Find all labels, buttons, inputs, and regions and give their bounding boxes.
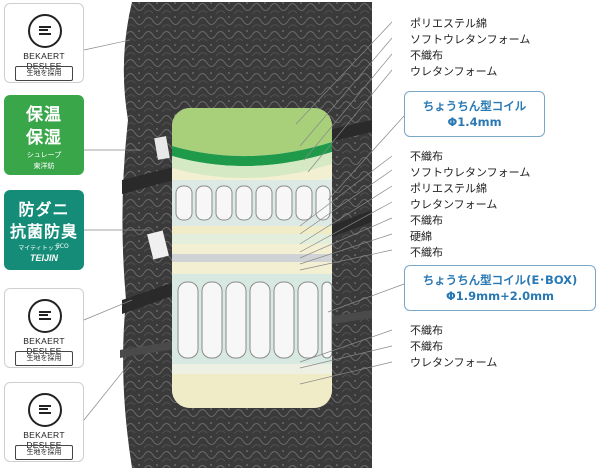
warmth-badge: 保温 保湿 シュレープ 東洋紡	[4, 95, 84, 175]
bekaert-logo-icon	[28, 14, 62, 48]
layer-label: ポリエステル綿	[410, 17, 487, 30]
bekaert-deslee-badge-bottom: BEKAERT DESLEE 生地を採用	[4, 382, 84, 462]
coil-spec: Φ1.9mm+2.0mm	[445, 289, 555, 303]
badge-tag: 生地を採用	[15, 445, 73, 460]
badge-eco: ECO	[56, 243, 69, 250]
layer-label: 不織布	[410, 324, 443, 337]
bekaert-logo-icon	[28, 299, 62, 333]
layer-label: ウレタンフォーム	[410, 198, 498, 211]
badge-sub1: シュレープ	[26, 151, 62, 159]
coil-top-callout: ちょうちん型コイル Φ1.4mm	[404, 91, 545, 137]
bekaert-deslee-badge-mid: BEKAERT DESLEE 生地を採用	[4, 288, 84, 368]
layer-label: 不織布	[410, 49, 443, 62]
layer-label: ウレタンフォーム	[410, 356, 498, 369]
badge-line1: 保温	[26, 105, 62, 125]
badge-tag: 生地を採用	[15, 351, 73, 366]
layer-label: 不織布	[410, 246, 443, 259]
layer-label: 硬綿	[410, 230, 432, 243]
layer-label: 不織布	[410, 214, 443, 227]
coil-bottom-callout: ちょうちん型コイル(E･BOX) Φ1.9mm+2.0mm	[404, 265, 596, 311]
badge-line2: 保湿	[26, 128, 62, 148]
layer-label: ソフトウレタンフォーム	[410, 33, 531, 46]
layer-label: ウレタンフォーム	[410, 65, 498, 78]
coil-spec: Φ1.4mm	[447, 115, 502, 129]
layer-label: 不織布	[410, 340, 443, 353]
badge-sub2: TEIJIN	[29, 253, 58, 263]
coil-title: ちょうちん型コイル(E･BOX)	[422, 273, 578, 287]
badge-sub1: マイティトップ	[18, 245, 60, 252]
coil-title: ちょうちん型コイル	[422, 99, 527, 113]
layer-label: ソフトウレタンフォーム	[410, 166, 531, 179]
layer-label: 不織布	[410, 150, 443, 163]
badge-sub2: 東洋紡	[33, 162, 55, 170]
layer-label: ポリエステル綿	[410, 182, 487, 195]
badge-line2: 抗菌防臭	[9, 222, 78, 241]
badge-line1: 防ダニ	[18, 200, 70, 219]
bekaert-logo-icon	[28, 393, 62, 427]
bekaert-deslee-badge-top: BEKAERT DESLEE 生地を採用	[4, 3, 84, 83]
badge-tag: 生地を採用	[15, 66, 73, 81]
anti-mite-badge: 防ダニ 抗菌防臭 マイティトップ ECO TEIJIN	[4, 190, 84, 270]
